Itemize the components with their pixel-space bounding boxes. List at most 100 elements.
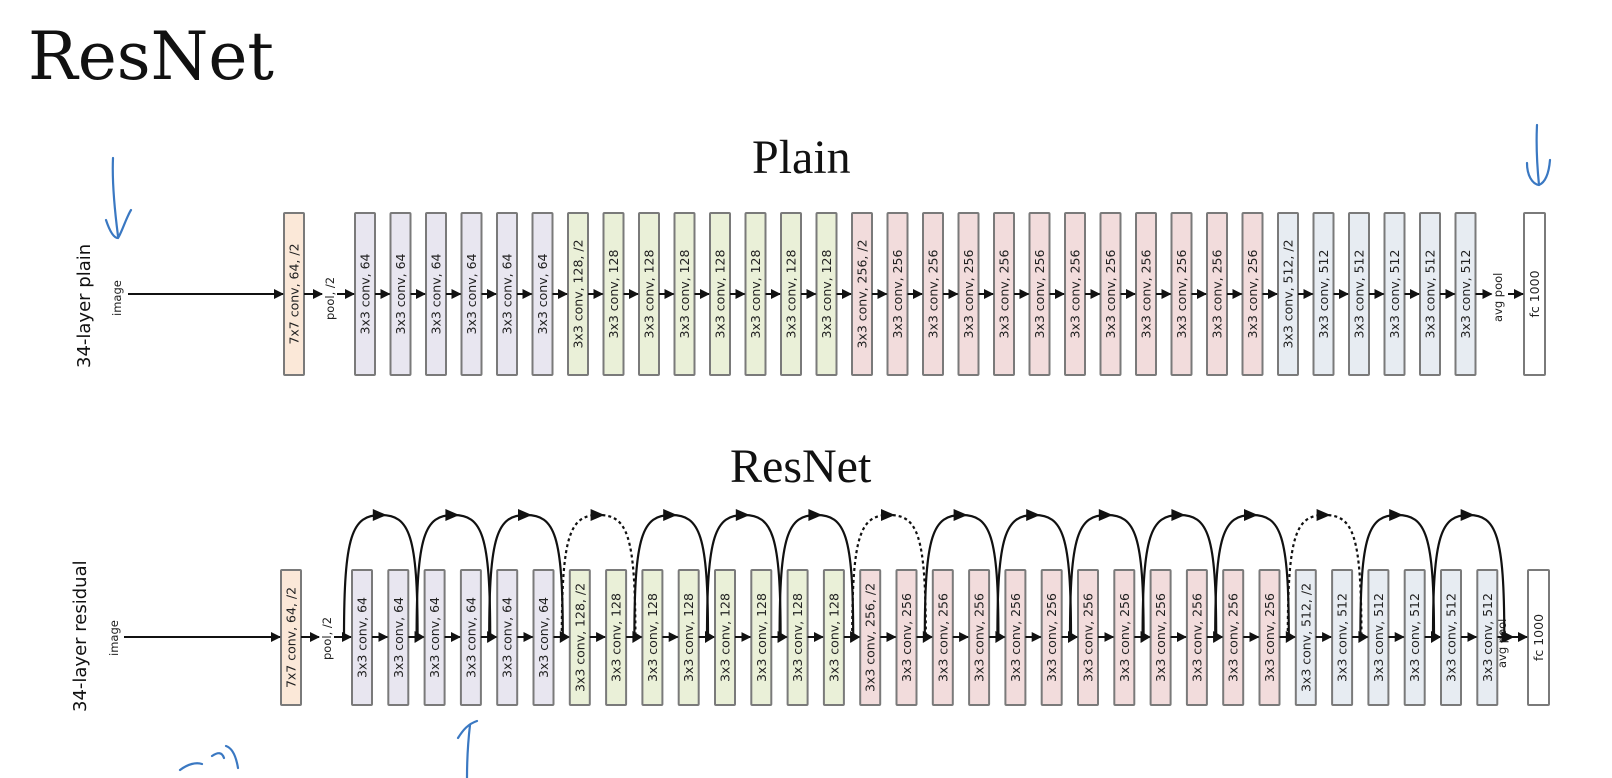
shortcut-merge-arrowhead-icon: [1501, 631, 1512, 643]
shortcut-merge-arrowhead-icon: [559, 631, 570, 643]
residual-layer-30: 3x3 conv, 512: [1403, 569, 1426, 706]
residual-layer-2: 3x3 conv, 64: [387, 569, 410, 706]
plain-layer-15-label: 3x3 conv, 256, /2: [855, 239, 870, 348]
plain-layer-7-label: 3x3 conv, 128, /2: [571, 239, 586, 348]
residual-input-label: image: [107, 620, 121, 656]
plain-layer-25-label: 3x3 conv, 256: [1210, 249, 1225, 338]
residual-layer-18-label: 3x3 conv, 256: [972, 593, 987, 682]
plain-layer-17-label: 3x3 conv, 256: [926, 249, 941, 338]
shortcut-arrowhead-icon: [1171, 509, 1186, 521]
shortcut-arrowhead-icon: [663, 509, 678, 521]
residual-layer-26-label: 3x3 conv, 256: [1262, 593, 1277, 682]
residual-layer-6: 3x3 conv, 64: [532, 569, 555, 706]
plain-layer-4: 3x3 conv, 64: [460, 212, 483, 376]
residual-layer-31-label: 3x3 conv, 512: [1444, 593, 1459, 682]
plain-layer-31: 3x3 conv, 512: [1419, 212, 1441, 376]
shortcut-arrowhead-icon: [735, 509, 750, 521]
annotation-scribble-icon: [178, 744, 240, 772]
residual-layer-25-label: 3x3 conv, 256: [1226, 593, 1241, 682]
residual-layer-31: 3x3 conv, 512: [1440, 569, 1462, 706]
plain-layer-22: 3x3 conv, 256: [1099, 212, 1122, 376]
plain-layer-19-label: 3x3 conv, 256: [997, 249, 1012, 338]
plain-layer-22-label: 3x3 conv, 256: [1103, 249, 1118, 338]
plain-layer-1: 3x3 conv, 64: [354, 212, 376, 376]
plain-layer-6: 3x3 conv, 64: [531, 212, 554, 376]
plain-network-row: 34-layer plain image pool, /2 avg pool 7…: [74, 212, 1546, 376]
plain-layer-23: 3x3 conv, 256: [1135, 212, 1157, 376]
annotation-arrow-down-icon: [1525, 123, 1552, 187]
plain-layer-9-label: 3x3 conv, 128: [642, 249, 657, 338]
residual-layer-22: 3x3 conv, 256: [1113, 569, 1136, 706]
residual-layer-2-label: 3x3 conv, 64: [391, 597, 406, 678]
plain-layer-conv7-label: 7x7 conv, 64, /2: [287, 243, 302, 344]
residual-layer-4-label: 3x3 conv, 64: [463, 597, 478, 678]
plain-layer-4-label: 3x3 conv, 64: [464, 253, 479, 334]
plain-layer-24-label: 3x3 conv, 256: [1174, 249, 1189, 338]
plain-layer-28: 3x3 conv, 512: [1312, 212, 1335, 376]
residual-layer-16-label: 3x3 conv, 256: [899, 593, 914, 682]
residual-layer-15: 3x3 conv, 256, /2: [859, 569, 882, 706]
residual-layer-12: 3x3 conv, 128: [750, 569, 773, 706]
residual-layer-13-label: 3x3 conv, 128: [790, 593, 805, 682]
plain-layer-11-label: 3x3 conv, 128: [713, 249, 728, 338]
plain-layer-15: 3x3 conv, 256, /2: [851, 212, 873, 376]
residual-layer-8-label: 3x3 conv, 128: [609, 593, 624, 682]
plain-layer-1-label: 3x3 conv, 64: [358, 253, 373, 334]
shortcut-merge-arrowhead-icon: [850, 631, 861, 643]
plain-layer-18-label: 3x3 conv, 256: [961, 249, 976, 338]
residual-layer-9-label: 3x3 conv, 128: [645, 593, 660, 682]
plain-layer-12-label: 3x3 conv, 128: [748, 249, 763, 338]
plain-layer-3-label: 3x3 conv, 64: [429, 253, 444, 334]
plain-layer-20-label: 3x3 conv, 256: [1032, 249, 1047, 338]
residual-layer-29-label: 3x3 conv, 512: [1371, 593, 1386, 682]
plain-layer-26: 3x3 conv, 256: [1241, 212, 1264, 376]
shortcut-arrowhead-icon: [1098, 509, 1113, 521]
plain-layer-5: 3x3 conv, 64: [496, 212, 518, 376]
plain-layer-29-label: 3x3 conv, 512: [1352, 250, 1367, 339]
page-title: ResNet: [28, 18, 274, 95]
residual-layer-30-label: 3x3 conv, 512: [1407, 593, 1422, 682]
plain-layer-23-label: 3x3 conv, 256: [1139, 249, 1154, 338]
residual-layer-15-label: 3x3 conv, 256, /2: [863, 583, 878, 692]
residual-layer-24-label: 3x3 conv, 256: [1189, 593, 1204, 682]
residual-layer-5: 3x3 conv, 64: [496, 569, 519, 706]
residual-layer-fc-box: [1527, 569, 1550, 706]
residual-layer-32-label: 3x3 conv, 512: [1480, 593, 1495, 682]
residual-layer-10: 3x3 conv, 128: [677, 569, 700, 706]
plain-layer-20: 3x3 conv, 256: [1028, 212, 1051, 376]
plain-layer-24: 3x3 conv, 256: [1170, 212, 1193, 376]
annotation-layer: [104, 123, 1552, 778]
plain-layer-10-label: 3x3 conv, 128: [677, 249, 692, 338]
plain-layer-13: 3x3 conv, 128: [780, 212, 802, 376]
plain-row-label: 34-layer plain: [74, 244, 95, 368]
shortcut-arrowhead-icon: [590, 509, 605, 521]
shortcut-arrowhead-icon: [808, 509, 823, 521]
shortcut-arrowhead-icon: [1389, 509, 1404, 521]
plain-layer-32-label: 3x3 conv, 512: [1458, 250, 1473, 339]
plain-layer-27: 3x3 conv, 512, /2: [1277, 212, 1299, 376]
residual-layer-28-label: 3x3 conv, 512: [1335, 593, 1350, 682]
residual-layer-18: 3x3 conv, 256: [968, 569, 991, 706]
residual-layer-29: 3x3 conv, 512: [1367, 569, 1390, 706]
residual-layer-1-label: 3x3 conv, 64: [355, 597, 370, 678]
residual-layer-14-label: 3x3 conv, 128: [826, 593, 841, 682]
plain-layer-27-label: 3x3 conv, 512, /2: [1281, 239, 1296, 348]
residual-layer-21: 3x3 conv, 256: [1077, 569, 1099, 706]
residual-layer-10-label: 3x3 conv, 128: [681, 593, 696, 682]
residual-layer-3-label: 3x3 conv, 64: [427, 597, 442, 678]
plain-layer-21-label: 3x3 conv, 256: [1068, 249, 1083, 338]
plain-layer-19: 3x3 conv, 256: [993, 212, 1015, 376]
plain-layer-25: 3x3 conv, 256: [1206, 212, 1228, 376]
plain-heading: Plain: [752, 131, 851, 184]
plain-layer-21: 3x3 conv, 256: [1064, 212, 1086, 376]
shortcut-arrowhead-icon: [1460, 509, 1475, 521]
plain-layer-28-label: 3x3 conv, 512: [1316, 250, 1331, 339]
residual-layer-26: 3x3 conv, 256: [1258, 569, 1281, 706]
residual-layer-23: 3x3 conv, 256: [1149, 569, 1172, 706]
plain-layer-16: 3x3 conv, 256: [886, 212, 909, 376]
residual-layer-5-label: 3x3 conv, 64: [500, 597, 515, 678]
plain-layer-8: 3x3 conv, 128: [602, 212, 625, 376]
plain-layer-6-label: 3x3 conv, 64: [535, 253, 550, 334]
plain-layer-32: 3x3 conv, 512: [1454, 212, 1477, 376]
plain-input-label: image: [110, 280, 124, 316]
